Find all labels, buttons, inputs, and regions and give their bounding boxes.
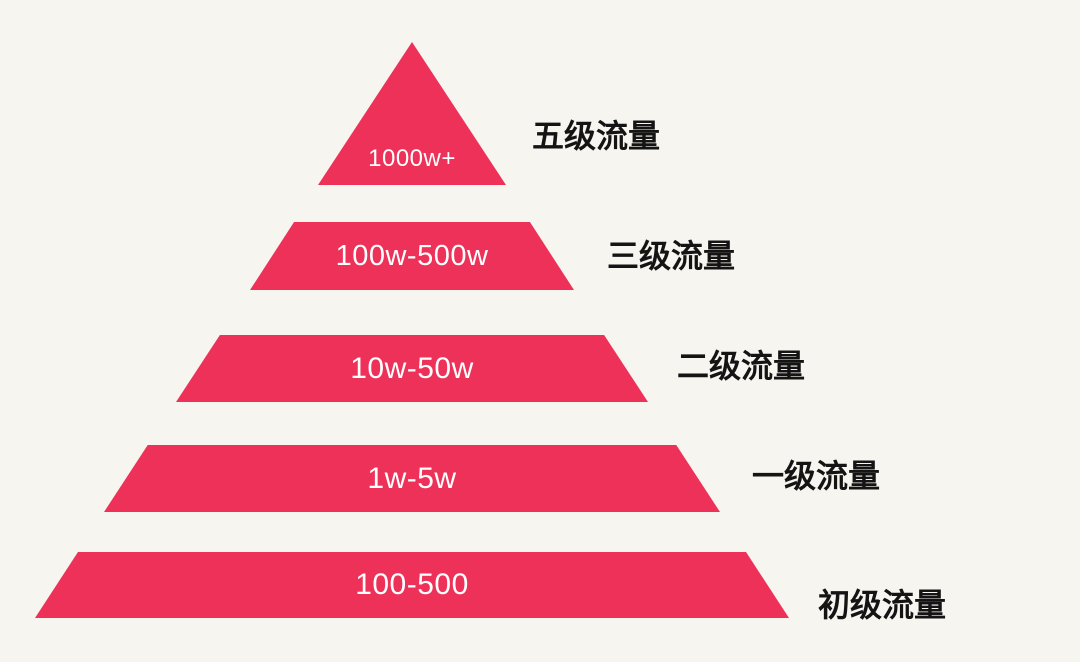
pyramid-level-value: 1w-5w <box>367 461 457 495</box>
tier-label-level-5: 五级流量 <box>532 118 661 154</box>
pyramid-level-value: 10w-50w <box>350 351 474 385</box>
tier-label-level-3: 三级流量 <box>607 238 736 274</box>
tier-label-level-2: 二级流量 <box>677 348 806 384</box>
pyramid-level-value: 100w-500w <box>335 239 489 272</box>
pyramid-level-top: 1000w+ <box>318 42 506 185</box>
tier-label-level-1: 一级流量 <box>752 458 881 494</box>
pyramid-level-3: 10w-50w <box>176 335 648 402</box>
pyramid-level-4: 1w-5w <box>104 445 720 512</box>
pyramid-level-value: 100-500 <box>355 568 469 601</box>
tier-label-level-initial: 初级流量 <box>818 587 947 623</box>
pyramid-level-2: 100w-500w <box>250 222 574 290</box>
pyramid-level-bottom: 100-500 <box>35 552 789 618</box>
pyramid-level-value: 1000w+ <box>368 145 456 172</box>
